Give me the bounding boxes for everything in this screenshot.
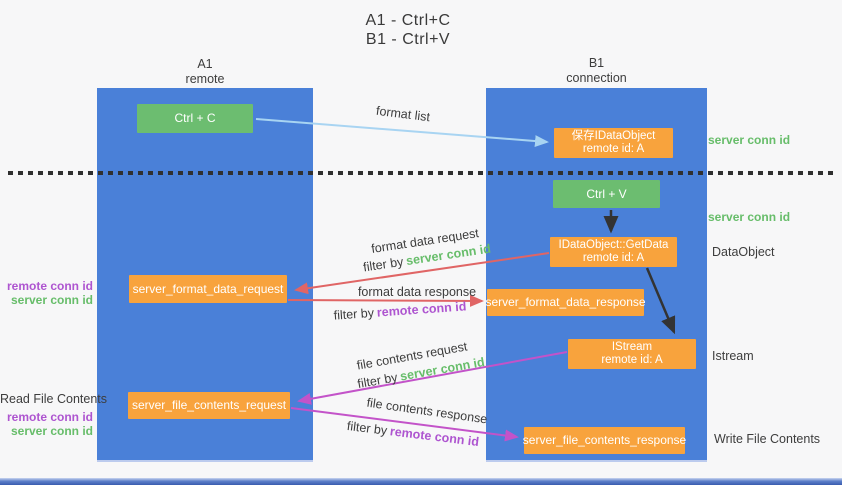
node-getdata-line1: IDataObject::GetData <box>558 239 669 251</box>
label-remote-conn-id-left-bottom: remote conn id <box>6 410 93 424</box>
node-ctrl-v-label: Ctrl + V <box>586 186 627 201</box>
node-file-resp-label: server_file_contents_response <box>522 433 687 447</box>
arrow-format-data-response <box>287 294 484 307</box>
label-server-conn-id-left-bottom: server conn id <box>10 424 93 438</box>
lane-a1-subtitle: remote <box>185 72 225 86</box>
node-getdata-line2: remote id: A <box>582 252 645 264</box>
arrow-label-format-data-response: format data response <box>357 285 477 299</box>
arrow-format-data-request <box>294 252 550 295</box>
title-line-1: A1 - Ctrl+C <box>365 12 451 29</box>
label-remote-conn-id-left-top: remote conn id <box>6 279 93 293</box>
lane-b1-subtitle: connection <box>566 71 627 85</box>
arrow-format-list <box>255 118 549 148</box>
filter-by-text: filter by <box>333 305 375 323</box>
label-istream: Istream <box>712 349 754 363</box>
node-save-idataobject: 保存IDataObject remote id: A <box>554 128 673 158</box>
lane-b1-name: B1 <box>588 56 605 70</box>
node-save-line1: 保存IDataObject <box>571 130 656 142</box>
node-server-file-contents-request: server_file_contents_request <box>128 392 290 419</box>
node-server-file-contents-response: server_file_contents_response <box>522 427 687 454</box>
label-conn-ids-left-bottom: remote conn id server conn id <box>0 410 93 438</box>
title-line-2: B1 - Ctrl+V <box>365 31 451 48</box>
session-divider-dashed-line <box>8 171 836 175</box>
node-server-format-data-request: server_format_data_request <box>129 275 287 303</box>
node-format-resp-label: server_format_data_response <box>485 295 646 309</box>
label-read-file-contents: Read File Contents <box>0 392 108 406</box>
label-write-file-contents: Write File Contents <box>714 432 821 446</box>
label-server-conn-id-right-mid: server conn id <box>708 210 791 224</box>
lane-header-a1: A1 remote <box>97 57 313 87</box>
node-file-req-label: server_file_contents_request <box>131 398 287 412</box>
diagram-title: A1 - Ctrl+C B1 - Ctrl+V <box>298 11 518 49</box>
node-istream-line1: IStream <box>611 341 653 353</box>
lane-header-b1: B1 connection <box>486 56 707 86</box>
label-conn-ids-left-top: remote conn id server conn id <box>0 279 93 307</box>
arrow-file-contents-response <box>290 407 519 442</box>
node-ctrl-v: Ctrl + V <box>553 180 660 208</box>
lane-a1-name: A1 <box>197 57 213 71</box>
label-server-conn-id-left-top: server conn id <box>10 293 93 307</box>
node-ctrl-c-label: Ctrl + C <box>174 111 216 125</box>
node-save-line2: remote id: A <box>582 143 645 155</box>
node-format-req-label: server_format_data_request <box>132 281 284 296</box>
label-server-conn-id-right-top: server conn id <box>708 133 791 147</box>
label-dataobject: DataObject <box>712 245 775 259</box>
node-ctrl-c: Ctrl + C <box>137 104 253 133</box>
arrow-file-contents-request <box>297 351 568 405</box>
arrow-getdata-to-istream <box>645 267 676 335</box>
node-server-format-data-response: server_format_data_response <box>485 289 646 316</box>
node-istream: IStream remote id: A <box>568 339 696 369</box>
bottom-window-edge <box>0 478 842 485</box>
node-istream-line2: remote id: A <box>601 354 663 366</box>
node-idataobject-getdata: IDataObject::GetData remote id: A <box>550 237 677 267</box>
